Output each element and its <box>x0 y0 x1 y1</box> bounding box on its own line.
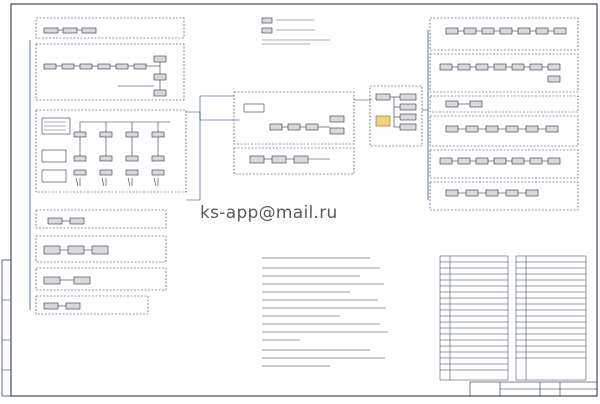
group-left-2 <box>35 43 185 101</box>
side-margin-stamp <box>1 259 12 397</box>
group-center-1 <box>233 91 355 145</box>
group-left-3 <box>35 109 187 193</box>
group-left-7 <box>35 295 149 315</box>
watermark-email: ks-app@mail.ru <box>200 203 338 223</box>
title-block <box>469 381 598 397</box>
group-left-4 <box>35 209 167 229</box>
group-center-2 <box>233 147 355 175</box>
notes-block <box>262 257 388 367</box>
group-right-6 <box>429 181 579 211</box>
group-left-6 <box>35 267 167 291</box>
group-right-2 <box>429 53 579 93</box>
legend <box>261 17 330 45</box>
group-right-3 <box>429 95 579 113</box>
group-right-1 <box>429 17 579 51</box>
group-left-1 <box>35 17 185 39</box>
spec-table-1 <box>439 255 509 381</box>
group-right-5 <box>429 149 579 179</box>
group-right-4 <box>429 115 579 147</box>
drawing-frame <box>10 3 598 397</box>
group-left-5 <box>35 235 167 263</box>
group-center-3 <box>369 85 423 147</box>
spec-table-2 <box>515 255 587 381</box>
